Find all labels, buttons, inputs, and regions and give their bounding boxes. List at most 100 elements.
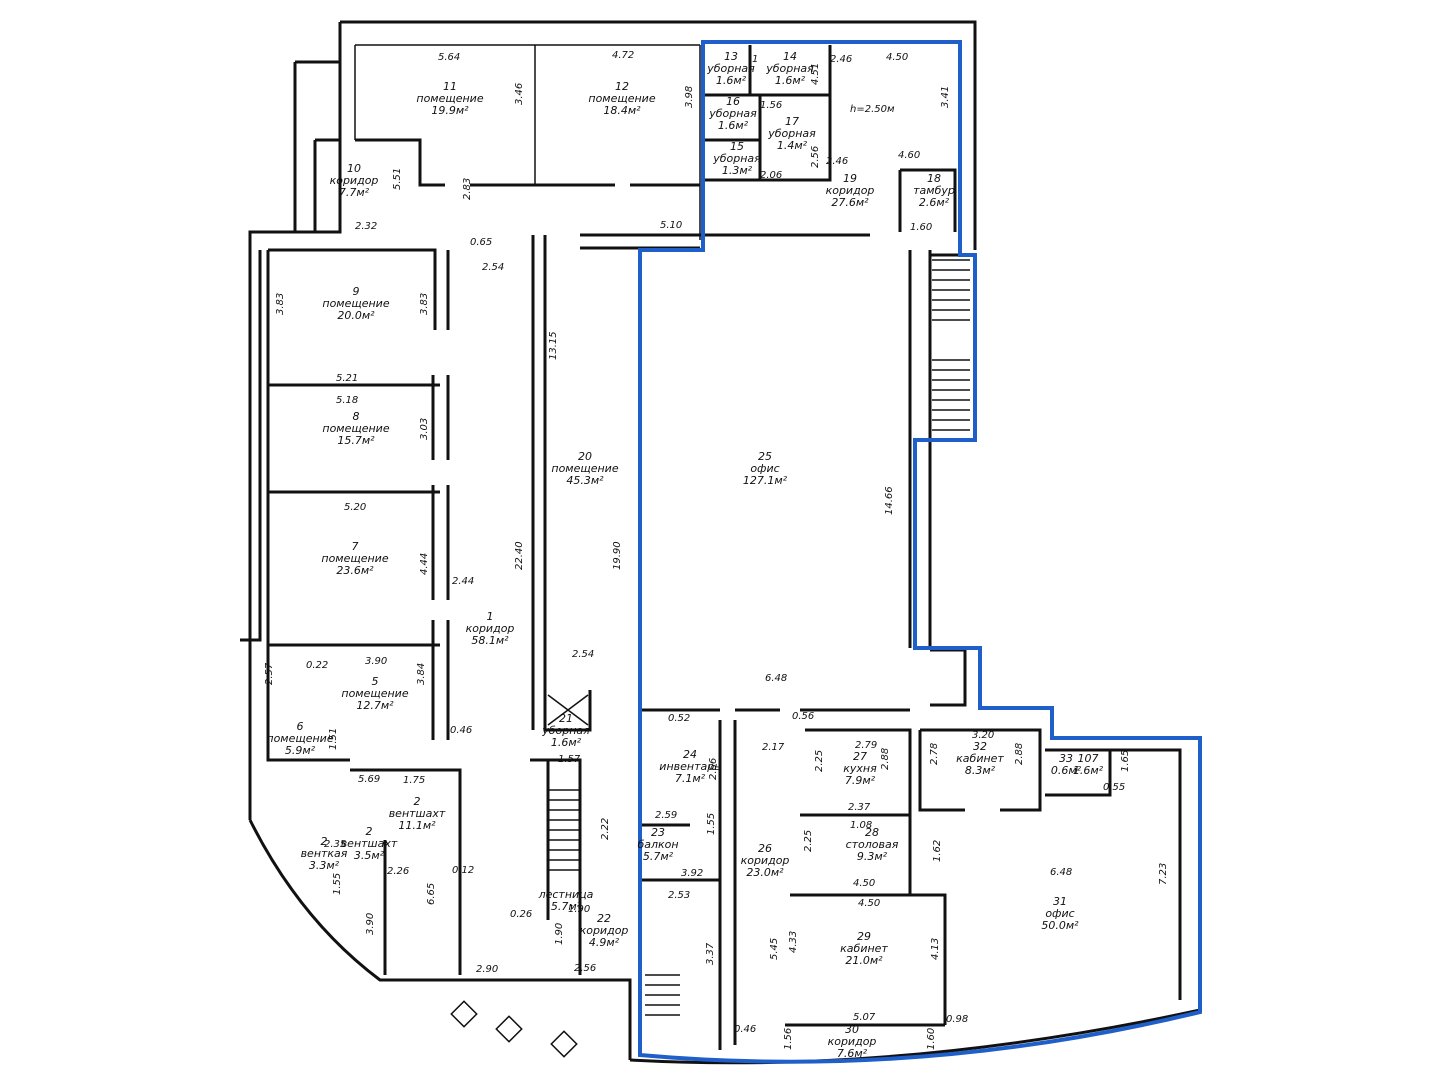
dimension-label: 1.62 [932,840,943,862]
dimension-label: 1.56 [783,1028,794,1050]
room-label-line: 19 [843,172,857,185]
room-label-line: 3.3м² [309,859,340,872]
dimension-label: 1.08 [850,820,872,831]
room-label-line: 10 [347,162,361,175]
room-label-line: уборная [708,107,757,120]
dimension-label: 4.72 [612,50,634,61]
dimension-label: 0.22 [306,660,328,671]
room-label-line: 32 [973,740,987,753]
room-label-line: 2 [321,835,328,848]
room-label-line: 20 [578,450,592,463]
dimension-label: 0.52 [668,713,690,724]
dimension-label: 2.83 [462,178,473,200]
dimension-label: 1.51 [328,728,339,750]
dimension-label: 3.83 [419,293,430,315]
dimension-label: 5.18 [336,395,358,406]
dimension-label: 3.37 [705,942,716,965]
dimension-label: 2.44 [452,576,474,587]
dimension-label: 2.17 [762,742,785,753]
dimension-label: 1.75 [403,775,425,786]
dimension-label: 2.22 [600,818,611,840]
dimension-label: 3.98 [684,86,695,108]
dimension-label: 2.54 [572,649,594,660]
dimension-label: 2.53 [668,890,690,901]
dimension-label: h=2.50м [850,104,895,115]
room-label-line: 12 [615,80,629,93]
dimension-label: 2.59 [655,810,677,821]
dimension-label: 13.15 [548,331,559,360]
room-label-line: 26 [758,842,772,855]
dimension-label: 1.90 [554,923,565,945]
dimension-label: 3.83 [275,293,286,315]
dimension-label: 4.44 [419,553,430,575]
dimension-label: 2.35 [324,839,346,850]
room-label-line: помещение [322,422,389,435]
room-label-line: 33 [1059,752,1073,765]
room-label-line: 13 [724,50,738,63]
dimension-label: 19.90 [612,541,623,570]
room-label-line: офис [1045,907,1074,920]
room-label-line: 15 [730,140,744,153]
dimension-label: 2.25 [803,830,814,852]
dimension-label: 0.46 [734,1024,756,1035]
room-label-line: помещение [322,297,389,310]
dimension-label: 5.07 [853,1012,876,1023]
dimension-label: 1.57 [558,754,581,765]
room-label-line: помещение [588,92,655,105]
room-label-line: 30 [845,1023,859,1036]
room-label-line: 1.3м² [722,164,753,177]
room-label-line: 7.9м² [845,774,876,787]
room-label-line: инвентарь [659,760,720,773]
dimension-label: 2.88 [1014,743,1025,765]
room-label-line: кабинет [956,752,1004,765]
room-label-line: уборная [712,152,761,165]
room-label-line: 1.6м² [718,119,749,132]
dimension-label: 6.48 [765,673,787,684]
dimension-label: 2.26 [387,866,409,877]
room-label-line: 21 [559,712,573,725]
room-label-line: 15.7м² [337,434,375,447]
dimension-label: 4.33 [788,931,799,953]
dimension-label: 3.90 [365,913,376,935]
room-label-line: 2 [414,795,421,808]
room-label-line: 23.6м² [336,564,374,577]
room-label-line: вентшахт [341,837,398,850]
dimension-label: 1.55 [706,813,717,835]
room-label-line: 1.6м² [775,74,806,87]
dimension-label: 0.98 [946,1014,968,1025]
dimension-label: 6.48 [1050,867,1072,878]
dimension-label: 2.06 [760,170,782,181]
dimension-label: 1.56 [760,100,782,111]
dimension-label: 3.20 [972,730,994,741]
dimension-label: 0.56 [792,711,814,722]
room-label-line: коридор [741,854,790,867]
dimension-label: 4.50 [853,878,875,889]
dimension-label: 0.26 [510,909,532,920]
dimension-label: 5.69 [358,774,380,785]
room-label-line: 27 [853,750,867,763]
room-label-line: 5.9м² [285,744,316,757]
room-label-line: вентшахт [389,807,446,820]
dimension-label: 1.90 [568,904,590,915]
room-label-line: 9 [353,285,360,298]
room-label-line: 1.6м² [551,736,582,749]
dimension-label: 3.90 [365,656,387,667]
dimension-label: 5.10 [660,220,682,231]
room-label-line: коридор [826,184,875,197]
room-label-line: кабинет [840,942,888,955]
dimension-label: 2.90 [476,964,498,975]
room-label-line: коридор [580,924,629,937]
